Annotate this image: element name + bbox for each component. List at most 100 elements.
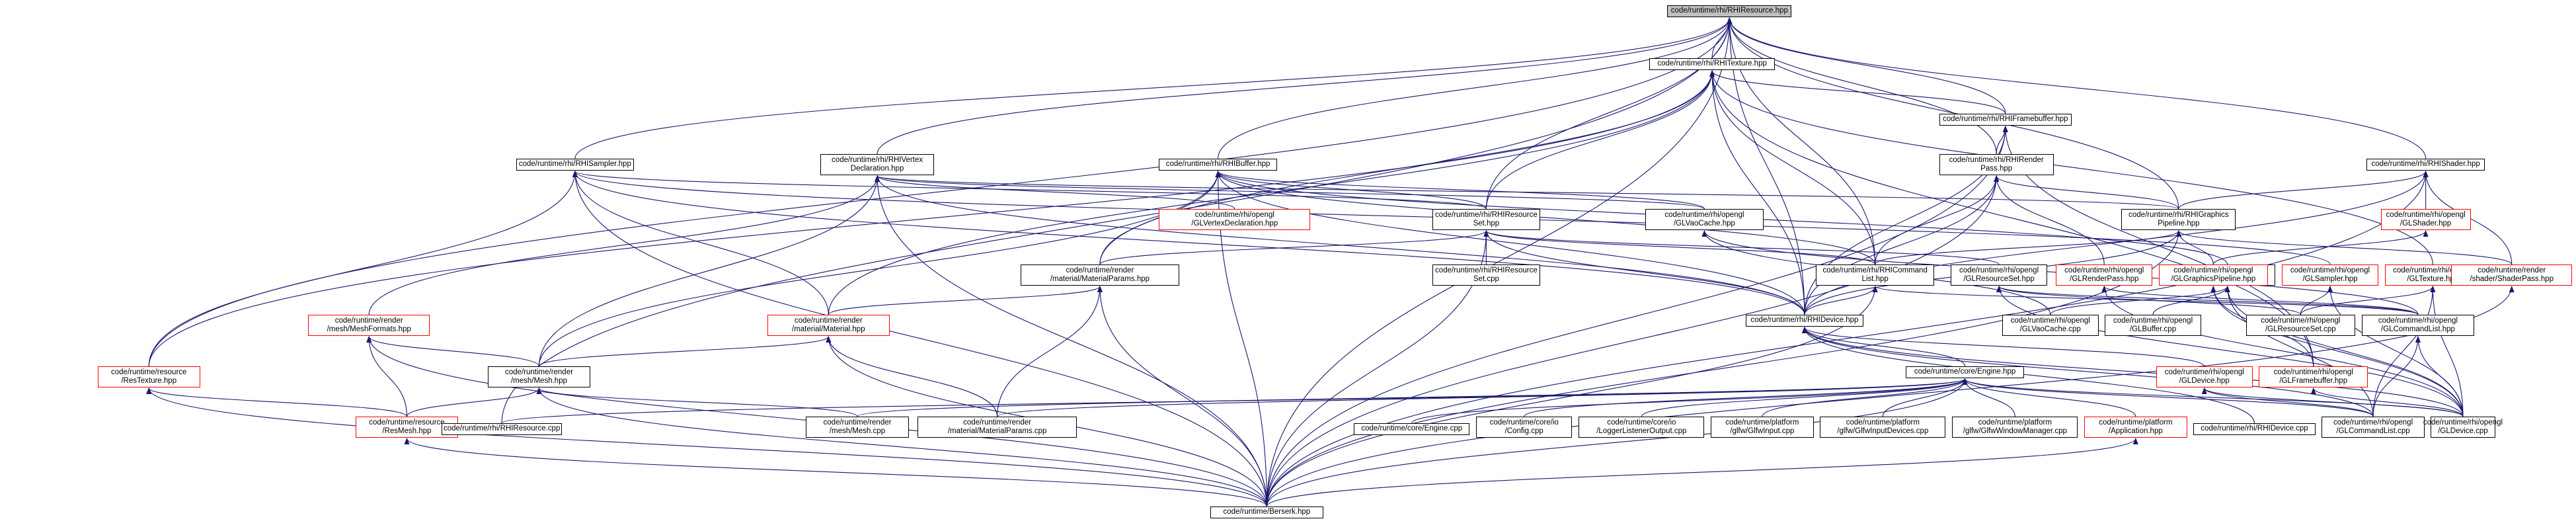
node-label-line: /ResTexture.hpp: [121, 377, 177, 385]
edge-loggercpp-to-engine: [1641, 378, 1968, 417]
node-label-line: /LoggerListenerOutput.cpp: [1596, 427, 1687, 435]
node-label-line: Pipeline.hpp: [2158, 220, 2200, 227]
edge-mesh-to-meshformats: [366, 336, 540, 367]
node-mesh[interactable]: code/runtime/render/mesh/Mesh.hpp: [487, 366, 591, 387]
node-label-line: code/runtime/rhi/RHICommand: [1822, 266, 1928, 274]
edge-rhidevice-to-rhisampler: [572, 171, 1805, 315]
node-glrenderpass[interactable]: code/runtime/rhi/opengl/GLRenderPass.hpp: [2056, 264, 2153, 286]
node-label-line: code/runtime/render: [505, 368, 573, 376]
node-materialparamscpp[interactable]: code/runtime/render/material/MaterialPar…: [917, 417, 1077, 438]
node-glgp[interactable]: code/runtime/rhi/opengl/GLGraphicsPipeli…: [2158, 264, 2268, 286]
node-glfwinputdevcpp[interactable]: code/runtime/platform/glfw/GlfwInputDevi…: [1820, 417, 1946, 438]
node-label-line: code/runtime/rhi/RHIBuffer.hpp: [1165, 160, 1270, 169]
edge-glgp-to-glshader: [2212, 230, 2429, 265]
node-configcpp[interactable]: code/runtime/core/io/Config.cpp: [1475, 417, 1573, 438]
edge-glvaocachecpp-to-glbuffer: [2050, 286, 2230, 315]
node-meshformats[interactable]: code/runtime/render/mesh/MeshFormats.hpp: [307, 315, 430, 336]
edge-shaderpass-to-rhigp: [2176, 230, 2513, 265]
node-label-line: code/runtime/rhi/opengl: [1664, 210, 1744, 219]
edge-rhidevice-to-rhibuffer: [1215, 171, 1805, 315]
node-material[interactable]: code/runtime/render/material/Material.hp…: [767, 315, 890, 336]
edge-berserk-to-application: [1266, 438, 2138, 507]
edge-gldevicecpp-to-glfb: [2310, 387, 2464, 417]
node-label-line: code/runtime/platform: [1725, 418, 1799, 426]
node-resmesh[interactable]: code/runtime/resource/ResMesh.hpp: [355, 417, 459, 438]
node-label-line: code/runtime/platform: [1846, 418, 1920, 426]
node-rhifb[interactable]: code/runtime/rhi/RHIFramebuffer.hpp: [1939, 114, 2072, 126]
node-loggercpp[interactable]: code/runtime/core/io/LoggerListenerOutpu…: [1579, 417, 1705, 438]
node-restexture[interactable]: code/runtime/resource/ResTexture.hpp: [97, 366, 200, 387]
node-label-line: code/runtime/render: [2478, 266, 2546, 274]
edge-mesh-to-rhibuffer: [538, 171, 1221, 367]
edge-glcmdlistcpp-to-rhidevice: [1802, 327, 2374, 417]
edge-glfwinputcpp-to-engine: [1762, 378, 1968, 417]
node-label-line: /GLFramebuffer.hpp: [2279, 377, 2348, 385]
node-enginecpp[interactable]: code/runtime/core/Engine.cpp: [1354, 423, 1470, 435]
edge-glvaocache-to-rhibuffer: [1215, 171, 1705, 210]
node-glbuffercpp[interactable]: code/runtime/rhi/opengl/GLBuffer.cpp: [2105, 315, 2201, 336]
node-rhirescpp[interactable]: code/runtime/rhi/RHIResource.cpp: [441, 423, 563, 435]
edge-gldevicecpp-to-glresset: [1996, 286, 2464, 417]
node-glfb[interactable]: code/runtime/rhi/opengl/GLFramebuffer.hp…: [2259, 366, 2368, 387]
node-glsampler[interactable]: code/runtime/rhi/opengl/GLSampler.hpp: [2282, 264, 2378, 286]
edge-meshcpp-to-mesh: [536, 387, 858, 417]
edge-mesh-to-material: [538, 336, 832, 367]
edge-rhirenderpass-to-root: [1727, 17, 1997, 155]
edge-material-to-rhitex: [828, 70, 1715, 315]
node-rhitex[interactable]: code/runtime/rhi/RHITexture.hpp: [1649, 58, 1776, 70]
node-application[interactable]: code/runtime/platform/Application.hpp: [2084, 417, 2187, 438]
edge-rhidevice-to-root: [1727, 17, 1805, 315]
node-glressetcpp[interactable]: code/runtime/rhi/opengl/GLResourceSet.cp…: [2245, 315, 2355, 336]
node-rhishader[interactable]: code/runtime/rhi/RHIShader.hpp: [2366, 159, 2485, 171]
node-label-line: code/runtime/resource: [111, 368, 187, 376]
edge-glfb-to-rhitex: [1709, 70, 2314, 367]
edge-glcmdlist-to-glrenderpass: [2101, 286, 2419, 315]
node-label-line: Declaration.hpp: [850, 165, 904, 173]
edge-restexture-to-rhisampler: [148, 171, 578, 367]
edge-rhicmdlist-to-rhiresset: [1483, 230, 1876, 265]
node-glcmdlist[interactable]: code/runtime/rhi/opengl/GLCommandList.hp…: [2361, 315, 2475, 336]
node-engine[interactable]: code/runtime/core/Engine.hpp: [1906, 366, 2024, 378]
edge-glfwinputdevcpp-to-engine: [1882, 378, 1968, 417]
edge-rhigp-to-rhirenderpass: [1994, 175, 2179, 210]
node-glcmdlistcpp[interactable]: code/runtime/rhi/opengl/GLCommandList.cp…: [2322, 417, 2425, 438]
node-glvaocache[interactable]: code/runtime/rhi/opengl/GLVaoCache.hpp: [1645, 209, 1764, 230]
node-rhisampler[interactable]: code/runtime/rhi/RHISampler.hpp: [516, 159, 635, 171]
edge-rhirescpp-to-engine: [501, 378, 1968, 424]
edge-glcmdlistcpp-to-engine: [1962, 378, 2374, 417]
node-label-line: /glfw/GlfwWindowManager.cpp: [1963, 427, 2067, 435]
edge-material-to-rhisampler: [572, 171, 829, 315]
edge-berserk-to-rhisampler: [572, 171, 1267, 507]
node-label-line: code/runtime/rhi/RHIDevice.cpp: [2201, 425, 2308, 433]
node-glresset[interactable]: code/runtime/rhi/opengl/GLResourceSet.hp…: [1951, 264, 2047, 286]
node-label-line: /material/MaterialParams.cpp: [947, 427, 1047, 435]
node-gldevice[interactable]: code/runtime/rhi/opengl/GLDevice.hpp: [2156, 366, 2253, 387]
node-glfwwmcpp[interactable]: code/runtime/platform/glfw/GlfwWindowMan…: [1952, 417, 2078, 438]
node-root: code/runtime/rhi/RHIResource.hpp: [1667, 5, 1792, 17]
node-rhibuffer[interactable]: code/runtime/rhi/RHIBuffer.hpp: [1159, 159, 1277, 171]
node-materialparams[interactable]: code/runtime/render/material/MaterialPar…: [1020, 264, 1180, 286]
node-label-line: /glfw/GlfwInputDevices.cpp: [1837, 427, 1929, 435]
node-rhidevice[interactable]: code/runtime/rhi/RHIDevice.hpp: [1745, 315, 1864, 327]
edge-glbuffercpp-to-glbuffer: [2152, 286, 2230, 315]
node-glvaocachecpp[interactable]: code/runtime/rhi/opengl/GLVaoCache.cpp: [2002, 315, 2099, 336]
edge-rhigp-to-rhivertex: [875, 175, 2179, 210]
node-gldevicecpp[interactable]: code/runtime/rhi/opengl/GLDevice.cpp: [2423, 417, 2503, 438]
node-glfwinputcpp[interactable]: code/runtime/platform/glfw/GlfwInput.cpp: [1711, 417, 1814, 438]
node-shaderpass[interactable]: code/runtime/render/shader/ShaderPass.hp…: [2451, 264, 2572, 286]
node-label-line: code/runtime/resource: [369, 418, 445, 426]
node-glvertexdecl[interactable]: code/runtime/rhi/opengl/GLVertexDeclarat…: [1159, 209, 1311, 230]
node-rhidevicecpp[interactable]: code/runtime/rhi/RHIDevice.cpp: [2193, 423, 2316, 435]
node-berserk[interactable]: code/runtime/Berserk.hpp: [1210, 507, 1323, 518]
node-meshcpp[interactable]: code/runtime/render/mesh/Mesh.cpp: [806, 417, 909, 438]
node-label-line: /material/MaterialParams.hpp: [1050, 275, 1150, 283]
edge-rhifb-to-root: [1727, 17, 2006, 114]
node-label-line: /GLResourceSet.hpp: [1963, 275, 2035, 283]
node-glshader[interactable]: code/runtime/rhi/opengl/GLShader.hpp: [2380, 209, 2471, 230]
